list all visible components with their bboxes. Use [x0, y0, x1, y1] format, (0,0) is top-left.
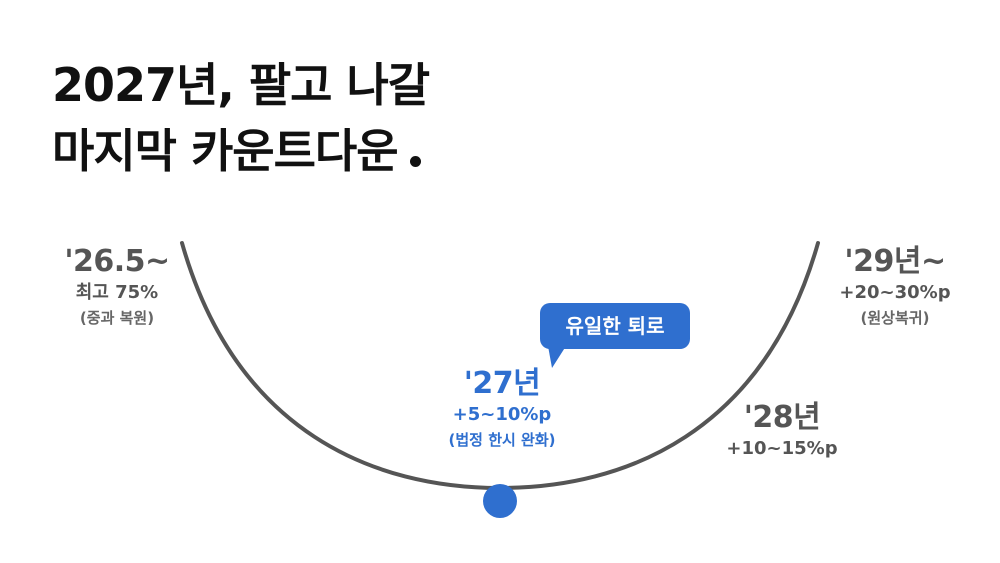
stage-2027-rate: +5~10%p: [452, 404, 552, 425]
stage-2026-year: '26.5~: [64, 244, 170, 279]
title-line-2: 마지막 카운트다운: [52, 124, 399, 178]
stage-2027-year: '27년: [463, 366, 541, 401]
page-title: 2027년, 팔고 나갈 마지막 카운트다운: [52, 52, 430, 184]
exit-callout-bubble: 유일한 퇴로: [540, 303, 690, 349]
stage-2026-rate: 최고 75%: [75, 282, 159, 303]
exit-callout-tail: [548, 346, 566, 368]
stage-2028-year: '28년: [743, 400, 821, 435]
title-line-2-wrap: 마지막 카운트다운: [52, 118, 429, 184]
stage-2028-rate: +10~15%p: [726, 438, 838, 459]
stage-2029: '29년~ +20~30%p (원상복귀): [800, 244, 990, 330]
stage-2029-note: (원상복귀): [860, 309, 930, 327]
stage-2026: '26.5~ 최고 75% (중과 복원): [22, 244, 212, 330]
stage-2027: '27년 +5~10%p (법정 한시 완화): [402, 366, 602, 452]
stage-2029-year: '29년~: [844, 244, 946, 279]
stage-2026-note: (중과 복원): [79, 309, 155, 327]
stage-2027-note: (법정 한시 완화): [448, 431, 556, 449]
stage-2029-rate: +20~30%p: [839, 282, 951, 303]
stage-2028: '28년 +10~15%p: [692, 400, 872, 462]
current-position-marker: [483, 484, 517, 518]
title-line-1: 2027년, 팔고 나갈: [52, 58, 430, 112]
title-period-dot: [409, 156, 421, 167]
